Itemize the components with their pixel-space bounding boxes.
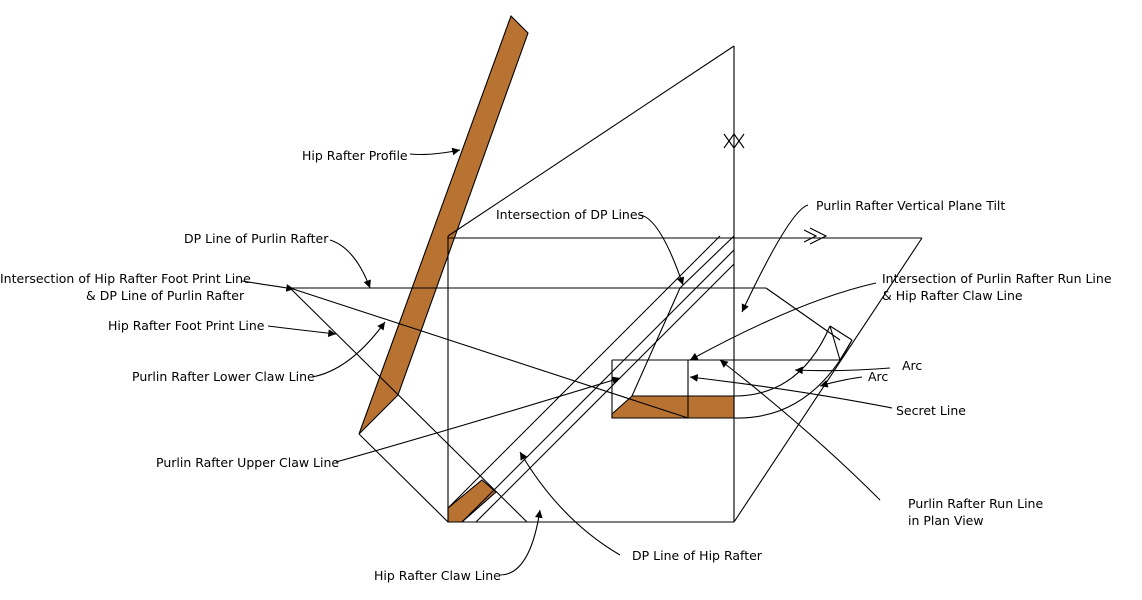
label-purlin-upper-claw-line: Purlin Rafter Upper Claw Line [156, 455, 339, 470]
label-intersection-purlin-run-line-1: Intersection of Purlin Rafter Run Line [882, 271, 1112, 286]
label-intersection-hip-foot-print-line-1: Intersection of Hip Rafter Foot Print Li… [0, 271, 251, 286]
purlin-rafter-section-shape [611, 395, 735, 419]
leader-lines [241, 147, 893, 576]
label-intersection-hip-foot-print-line-2: & DP Line of Purlin Rafter [86, 288, 245, 303]
label-hip-foot-print-line: Hip Rafter Foot Print Line [108, 318, 265, 333]
label-purlin-lower-claw-line: Purlin Rafter Lower Claw Line [132, 369, 315, 384]
label-dp-line-hip: DP Line of Hip Rafter [632, 548, 763, 563]
label-purlin-run-line-plan-2: in Plan View [908, 513, 984, 528]
label-intersection-purlin-run-line-2: & Hip Rafter Claw Line [882, 288, 1023, 303]
construction-lines [289, 45, 923, 523]
label-dp-line-purlin: DP Line of Purlin Rafter [184, 231, 329, 246]
label-hip-claw-line: Hip Rafter Claw Line [374, 568, 501, 583]
label-purlin-run-line-plan-1: Purlin Rafter Run Line [908, 496, 1043, 511]
label-arc-lower: Arc [868, 369, 888, 384]
label-secret-line: Secret Line [896, 403, 966, 418]
label-purlin-vertical-plane-tilt: Purlin Rafter Vertical Plane Tilt [816, 198, 1005, 213]
label-intersection-dp-lines: Intersection of DP Lines [496, 207, 644, 222]
label-hip-rafter-profile: Hip Rafter Profile [302, 148, 408, 163]
hip-rafter-profile-shape [358, 15, 529, 435]
label-arc-upper: Arc [902, 358, 922, 373]
